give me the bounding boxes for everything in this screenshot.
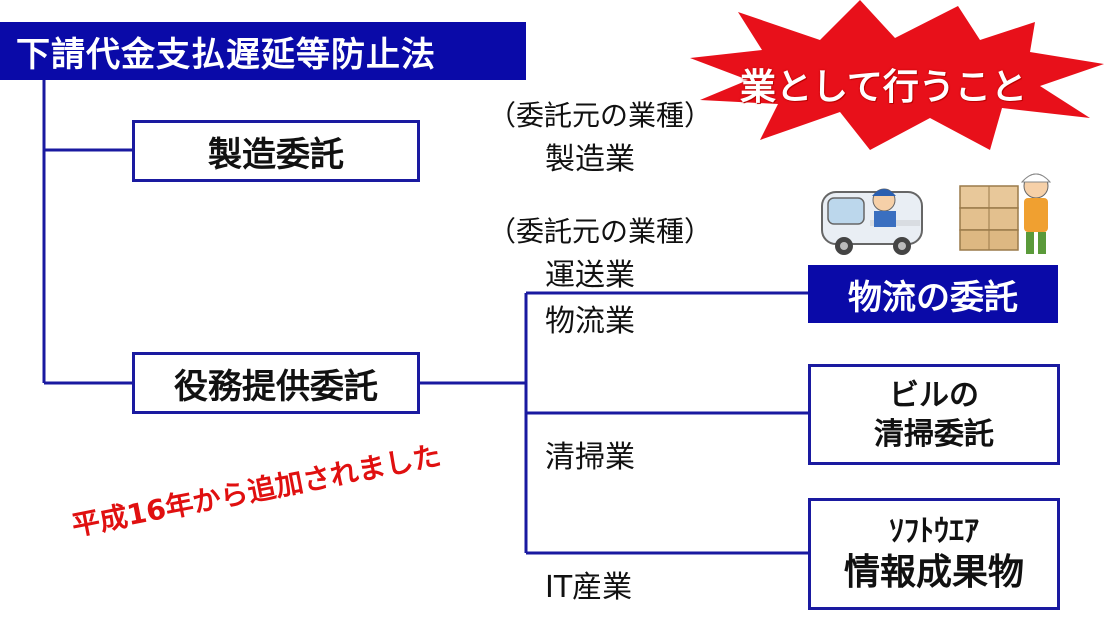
- building-cleaning-line1: ビルの: [889, 377, 979, 413]
- logistics-consignment-label: 物流の委託: [848, 277, 1018, 318]
- worker-with-boxes-icon: [959, 173, 1052, 254]
- burst-text: 業として行うこと: [740, 67, 1027, 108]
- manufacturing-consignment-box: 製造委託: [132, 120, 420, 182]
- software-box: ｿﾌﾄｳｴｱ 情報成果物: [808, 498, 1060, 610]
- red-burst-shape: [690, 0, 1104, 150]
- industry-type-label-2: （委託元の業種）: [488, 215, 713, 248]
- manufacturing-industry-label: 製造業: [545, 142, 635, 177]
- logistics-consignment-box: 物流の委託: [808, 265, 1058, 323]
- it-industry-label: IT産業: [545, 570, 633, 605]
- logistics-industry-label: 物流業: [545, 304, 635, 339]
- industry-type-label-1: （委託元の業種）: [488, 99, 713, 132]
- software-line1: ｿﾌﾄｳｴｱ: [889, 513, 979, 549]
- cleaning-industry-label: 清掃業: [545, 440, 635, 475]
- service-consignment-label: 役務提供委託: [174, 366, 378, 407]
- law-title: 下請代金支払遅延等防止法: [0, 22, 526, 80]
- manufacturing-consignment-label: 製造委託: [208, 134, 344, 175]
- building-cleaning-box: ビルの 清掃委託: [808, 364, 1060, 465]
- transport-industry-label: 運送業: [545, 258, 635, 293]
- delivery-van-driver-icon: [821, 188, 923, 255]
- software-line2: 情報成果物: [843, 552, 1024, 594]
- service-consignment-box: 役務提供委託: [132, 352, 420, 414]
- building-cleaning-line2: 清掃委託: [874, 416, 994, 452]
